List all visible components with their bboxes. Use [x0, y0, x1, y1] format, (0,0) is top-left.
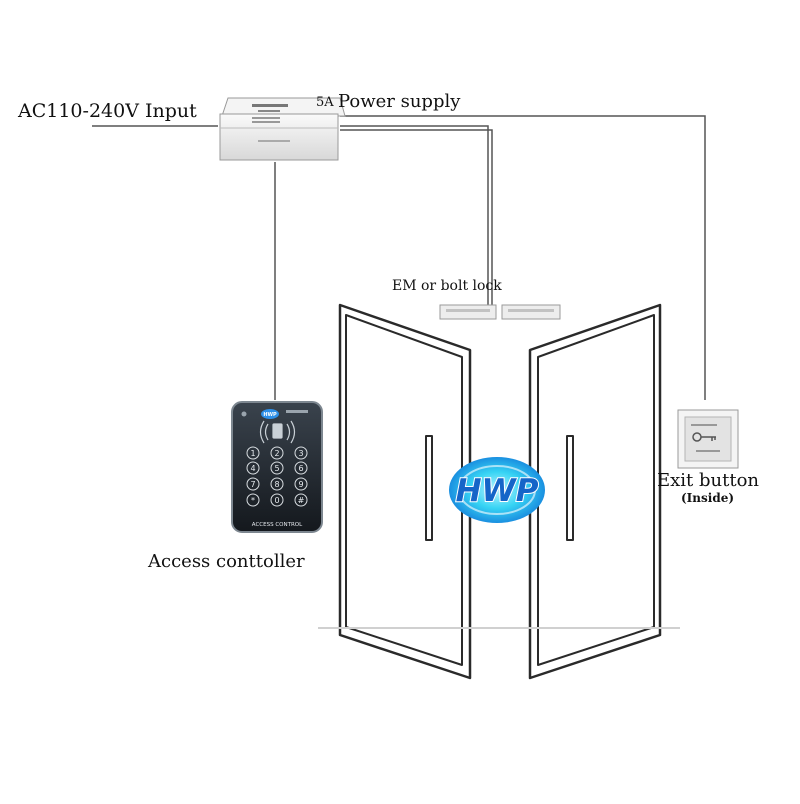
keypad-key-label: 6 — [298, 464, 303, 473]
exit-location-label: (Inside) — [681, 491, 735, 505]
double-doors — [338, 303, 662, 680]
keypad-key — [246, 493, 260, 507]
right-door-handle — [566, 435, 574, 541]
keypad-key-label: 0 — [274, 496, 279, 505]
keypad-key-label: 5 — [274, 464, 279, 473]
keypad-key-label: 1 — [250, 449, 255, 458]
keypad-key-label: * — [251, 496, 255, 505]
hwp-logo: HWP — [449, 457, 545, 523]
keypad-badge-text: HWP — [263, 412, 277, 418]
psu-rating-label: 5A — [316, 95, 334, 110]
hwp-logo-text: HWP — [456, 473, 539, 509]
access-controller-keypad: HWP 1 2 3 4 5 6 7 8 9 * 0 # ACCESS CONTROL — [231, 401, 323, 533]
ac-input-label: AC110-240V Input — [18, 100, 197, 122]
keypad-key — [294, 493, 308, 507]
access-controller-label: Access conttoller — [148, 551, 305, 572]
keypad-badge — [261, 409, 279, 419]
keypad-key — [294, 461, 308, 475]
left-door-outer — [338, 303, 472, 680]
keypad-key — [270, 493, 284, 507]
psu-to-lock-wire-a — [340, 125, 489, 305]
keypad-key — [246, 477, 260, 491]
keypad-key-label: 8 — [274, 480, 279, 489]
keypad-key-label: # — [298, 496, 305, 505]
keypad-key-label: 9 — [298, 480, 303, 489]
keypad-key-label: 3 — [298, 449, 303, 458]
power-supply-box — [219, 97, 346, 161]
key-icon — [692, 432, 716, 442]
em-lock — [439, 304, 561, 320]
left-door-handle — [425, 435, 433, 541]
rfid-symbol — [259, 420, 296, 444]
keypad-footer: ACCESS CONTROL — [252, 522, 303, 528]
keypad-key — [246, 461, 260, 475]
left-door-inner — [345, 314, 463, 666]
keypad-key — [270, 477, 284, 491]
keypad-key — [270, 461, 284, 475]
keypad-key-label: 2 — [274, 449, 279, 458]
led-indicator — [241, 411, 247, 417]
psu-to-exit-wire — [340, 115, 706, 400]
right-door-outer — [528, 303, 662, 680]
keypad-key — [270, 446, 284, 460]
exit-button-device — [677, 409, 739, 469]
lock-label: EM or bolt lock — [392, 278, 502, 294]
keypad-key — [246, 446, 260, 460]
keypad-key — [294, 477, 308, 491]
exit-button-label: Exit button — [657, 470, 760, 491]
power-supply-label: Power supply — [338, 91, 461, 112]
keypad-key-label: 4 — [250, 464, 255, 473]
wiring — [92, 115, 706, 400]
keypad-key-label: 7 — [250, 480, 255, 489]
keypad-key — [294, 446, 308, 460]
psu-to-lock-wire-b — [340, 129, 493, 305]
